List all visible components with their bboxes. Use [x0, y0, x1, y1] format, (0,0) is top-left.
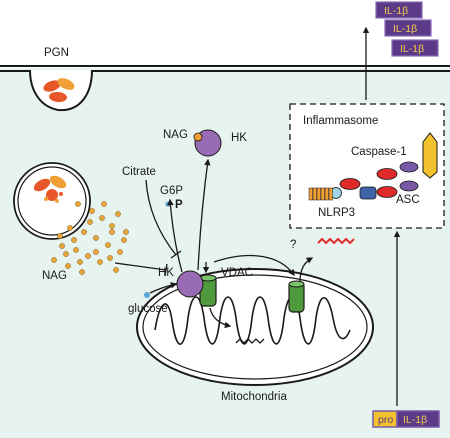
- nag-label-left: NAG: [42, 270, 67, 282]
- lrr-segment: [308, 187, 313, 201]
- vdac-label: VDAC: [221, 267, 253, 279]
- il1b-tag-label: IL-1β: [400, 43, 424, 55]
- nag-dot: [105, 242, 111, 248]
- il1b-tag: [375, 1, 423, 19]
- asc-label: ASC: [396, 194, 420, 206]
- nag-top-label: NAG: [163, 129, 188, 141]
- nag-dot: [109, 223, 115, 229]
- nag-dot: [87, 219, 93, 225]
- nag-dot: [101, 201, 107, 207]
- mrna-squiggle: [317, 237, 355, 245]
- caspase-label: Caspase-1: [351, 146, 407, 158]
- nag-dot: [77, 259, 83, 265]
- glucose-dot: [144, 292, 150, 298]
- lrr-segment: [324, 187, 329, 201]
- nag-dot: [121, 237, 127, 243]
- inflammasome-label: Inflammasome: [303, 115, 378, 127]
- phosphate-label: P: [175, 199, 183, 211]
- nag-dot: [115, 211, 121, 217]
- pro-prefix: pro: [378, 414, 393, 426]
- nag-dot: [51, 257, 57, 263]
- pgn-vesicle: [29, 69, 93, 112]
- pathway-arrows: [114, 26, 401, 406]
- nag-dot: [65, 263, 71, 269]
- nag-dot: [71, 237, 77, 243]
- nag-molecules: [51, 201, 129, 275]
- nag-dot: [97, 259, 103, 265]
- nag-dot: [81, 229, 87, 235]
- mitochondria: [136, 268, 374, 386]
- nag-dot: [93, 249, 99, 255]
- nag-dot: [73, 247, 79, 253]
- il1b-tag-label: IL-1β: [384, 5, 408, 17]
- mitochondria-label: Mitochondria: [221, 391, 287, 403]
- inflammasome-box: [289, 103, 445, 229]
- nag-dot: [99, 215, 105, 221]
- nag-dot: [57, 233, 63, 239]
- il1b-tag: [391, 39, 439, 57]
- nag-dot: [75, 201, 81, 207]
- nag-dot: [85, 253, 91, 259]
- nag-dot: [59, 243, 65, 249]
- pro-name: IL-1β: [403, 414, 427, 426]
- lrr-segment: [312, 187, 317, 201]
- nag-dot: [89, 208, 95, 214]
- hk-bound: [176, 270, 204, 298]
- pro-il1b-tag: pro IL-1β: [372, 410, 440, 428]
- vdac-channel-2: [288, 280, 305, 313]
- lrr-segment: [320, 187, 325, 201]
- nlrp3-lrr: [308, 187, 333, 201]
- lrr-segment: [316, 187, 321, 201]
- lrr-segment: [328, 187, 333, 201]
- question-mark: ?: [290, 239, 296, 251]
- g6p-label: G6P: [160, 185, 183, 197]
- nlrp3-label: NLRP3: [318, 207, 355, 219]
- pgn-label: PGN: [44, 47, 69, 59]
- nag-dot: [113, 267, 119, 273]
- nag-dot: [123, 229, 129, 235]
- glucose-label: glucose: [128, 303, 168, 315]
- nag-dot: [117, 249, 123, 255]
- phagosome: [13, 162, 91, 240]
- nag-dot: [93, 235, 99, 241]
- citrate-label: Citrate: [122, 166, 156, 178]
- hk-top-label: HK: [231, 132, 247, 144]
- hk-released: [193, 129, 222, 157]
- nag-dot: [67, 225, 73, 231]
- nag-dot: [63, 251, 69, 257]
- nag-dot: [107, 255, 113, 261]
- il1b-tag: [384, 19, 432, 37]
- inflammasome-complex: [308, 132, 438, 201]
- il1b-tag-label: IL-1β: [393, 23, 417, 35]
- nag-dot: [79, 269, 85, 275]
- nag-dot: [109, 229, 115, 235]
